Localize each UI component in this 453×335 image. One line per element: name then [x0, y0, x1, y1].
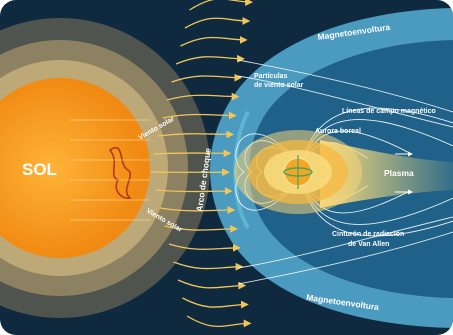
solar-wind-arrow — [177, 279, 247, 290]
solar-wind-arrow — [173, 261, 244, 271]
van-allen-label-line2: de Van Allen — [348, 241, 389, 248]
solar-wind-arrow — [162, 111, 237, 120]
field-line-outer — [237, 216, 453, 269]
solar-wind-arrow — [157, 130, 235, 139]
solar-wind-arrow — [175, 54, 245, 65]
particles-label: Partículas de viento solar — [254, 73, 304, 89]
plasma-label: Plasma — [384, 168, 414, 178]
field-lines-label: Líneas de campo magnético — [342, 108, 436, 115]
solar-wind-arrow — [166, 92, 240, 101]
solar-wind-arrow — [184, 17, 251, 29]
field-line-outer — [237, 59, 453, 113]
solar-wind-arrow — [153, 149, 232, 158]
solar-wind-arrow — [171, 73, 243, 83]
solar-wind-arrow — [168, 243, 241, 252]
solar-wind-arrows — [70, 0, 253, 328]
solar-wind-arrow — [182, 297, 249, 309]
aurora-label: Aurora boreal — [315, 128, 361, 135]
solar-wind-arrow — [159, 206, 236, 214]
solar-wind-arrow — [180, 35, 248, 47]
solar-flare — [108, 146, 132, 200]
solar-wind-arrow — [189, 0, 253, 11]
field-line-outer — [237, 231, 453, 285]
van-allen-label-line1: Cinturón de radiación — [332, 231, 404, 238]
solar-wind-arrow — [186, 315, 252, 328]
field-line-outer — [237, 75, 453, 128]
sun — [0, 78, 150, 258]
solar-wind-arrow — [164, 225, 238, 233]
solar-wind-arrow — [155, 187, 233, 196]
sun-label: SOL — [22, 160, 57, 179]
